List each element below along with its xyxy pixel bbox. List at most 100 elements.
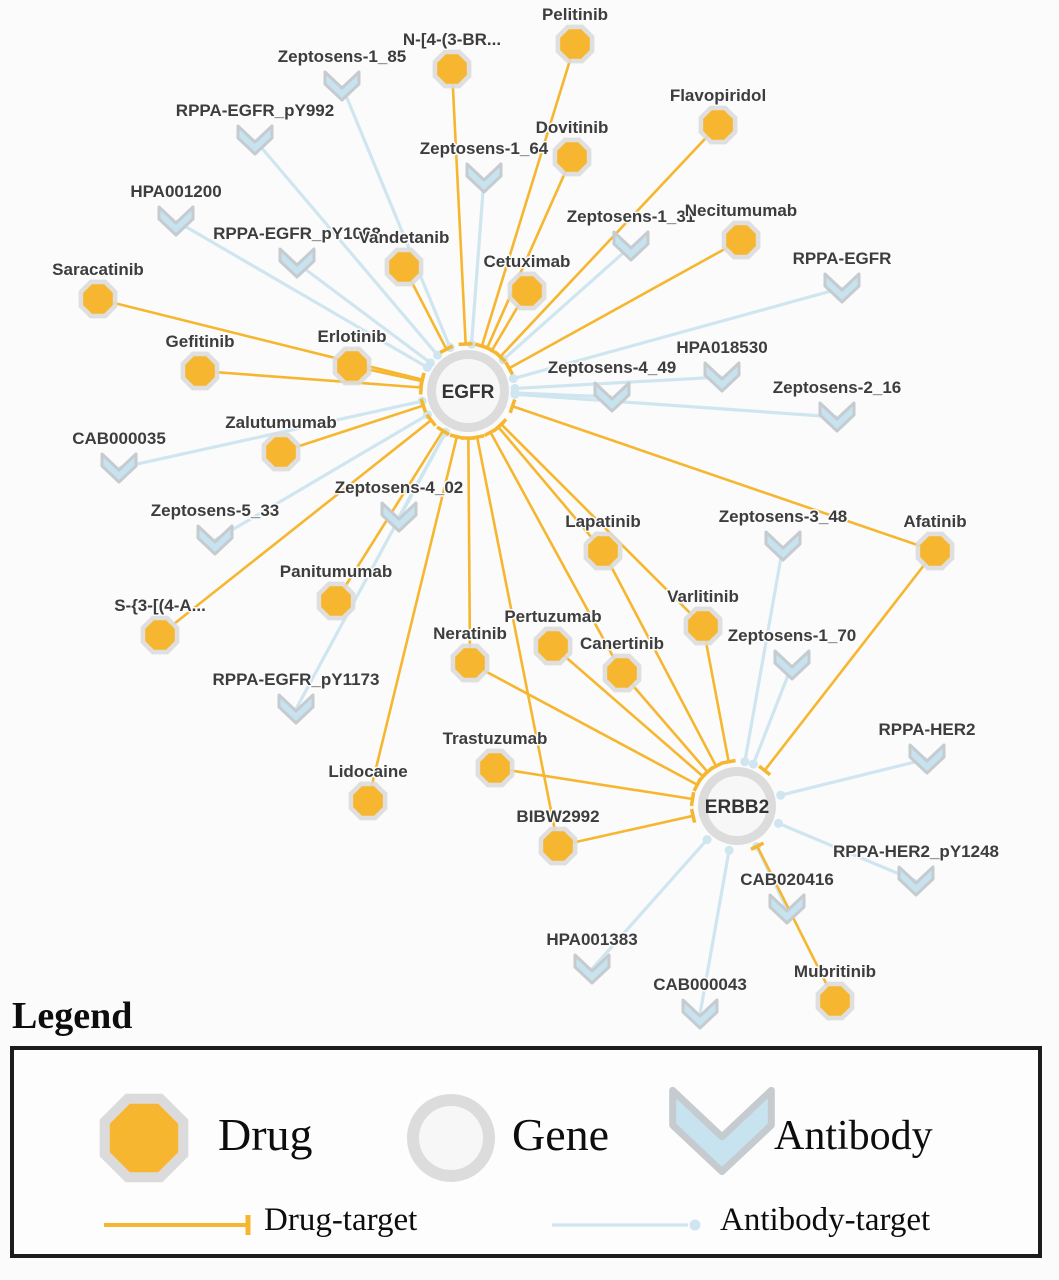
antibody-target-edge (777, 821, 917, 883)
antibody-node-zeptosens-1-70[interactable] (773, 649, 811, 681)
drug-node-necitumumab[interactable] (721, 220, 761, 260)
node-label: Trastuzumab (443, 729, 548, 748)
antibody-chevron-icon (157, 205, 195, 237)
drug-octagon-icon (726, 225, 756, 255)
antibody-node-cab000043[interactable] (681, 998, 719, 1030)
drug-node-lidocaine[interactable] (348, 781, 388, 821)
drug-octagon-icon (480, 753, 510, 783)
antibody-node-zeptosens-4-02[interactable] (380, 501, 418, 533)
drug-target-legend-line (104, 1215, 251, 1235)
gene-legend-label: Gene (512, 1109, 610, 1160)
drug-octagon-icon (588, 536, 618, 566)
gene-node-egfr[interactable]: EGFR (427, 350, 509, 432)
antibody-target-legend-label: Antibody-target (720, 1202, 931, 1238)
antibody-node-rppa-egfr-py992[interactable] (236, 124, 274, 156)
drug-target-legend-label: Drug-target (264, 1202, 418, 1238)
antibody-node-zeptosens-1-64[interactable] (465, 162, 503, 194)
antibody-chevron-icon (897, 865, 935, 897)
node-label: Lidocaine (328, 762, 407, 781)
drug-node-neratinib[interactable] (450, 643, 490, 683)
antibody-target-edge (214, 413, 429, 542)
drug-target-edge (557, 814, 694, 848)
antibody-node-hpa001383[interactable] (573, 953, 611, 985)
edge-tee-cap (419, 398, 428, 413)
antibody-node-rppa-egfr[interactable] (823, 272, 861, 304)
antibody-chevron-icon (764, 530, 802, 562)
node-label: Erlotinib (318, 327, 387, 346)
drug-node-cetuximab[interactable] (507, 271, 547, 311)
antibody-chevron-icon (823, 272, 861, 304)
drug-node-flavopiridol[interactable] (698, 105, 738, 145)
drug-node-vandetanib[interactable] (384, 247, 424, 287)
drug-node-afatinib[interactable] (915, 531, 955, 571)
gene-node-erbb2[interactable]: ERBB2 (698, 767, 776, 845)
edge-tee-cap (750, 841, 765, 851)
antibody-target-edge (118, 399, 423, 470)
node-label: Panitumumab (280, 562, 392, 581)
drug-target-edge (763, 550, 937, 772)
antibody-node-rppa-egfr-py1173[interactable] (277, 693, 315, 725)
antibody-target-edge (514, 392, 838, 419)
antibody-node-hpa018530[interactable] (703, 361, 741, 393)
drug-node-s-3-4-a[interactable] (140, 615, 180, 655)
antibody-node-zeptosens-4-49[interactable] (593, 381, 631, 413)
antibody-node-cab000035[interactable] (100, 452, 138, 484)
drug-octagon-icon (455, 648, 485, 678)
antibody-legend-icon (669, 1086, 775, 1176)
node-label: Zeptosens-3_48 (719, 507, 848, 526)
edge-tee-cap (504, 361, 515, 376)
drug-target-edge (450, 68, 467, 345)
edge-dot-cap (508, 374, 518, 384)
drug-node-pertuzumab[interactable] (533, 626, 573, 666)
drug-node-bibw2992[interactable] (538, 826, 578, 866)
antibody-chevron-icon (703, 361, 741, 393)
drug-node-mubritinib[interactable] (815, 981, 855, 1021)
node-label: CAB020416 (740, 870, 834, 889)
antibody-node-hpa001200[interactable] (157, 205, 195, 237)
drug-node-erlotinib[interactable] (332, 346, 372, 386)
drug-target-edge (500, 423, 704, 627)
edge-dot-cap (748, 759, 758, 769)
node-label: RPPA-EGFR_pY1173 (213, 670, 380, 689)
gene-label: ERBB2 (705, 797, 769, 818)
drug-node-pelitinib[interactable] (555, 24, 595, 64)
drug-node-dovitinib[interactable] (552, 137, 592, 177)
antibody-node-zeptosens-2-16[interactable] (818, 401, 856, 433)
drug-target-edge (475, 436, 560, 847)
edge-tee-cap (469, 434, 485, 441)
node-label: Zeptosens-1_31 (567, 207, 696, 226)
drug-node-lapatinib[interactable] (583, 531, 623, 571)
drug-node-trastuzumab[interactable] (475, 748, 515, 788)
edge-dot-cap (510, 389, 520, 399)
drug-node-panitumumab[interactable] (316, 581, 356, 621)
node-label: Zeptosens-5_33 (151, 501, 280, 520)
drug-target-edge (280, 404, 424, 454)
node-label: Pelitinib (542, 5, 608, 24)
node-label: Flavopiridol (670, 86, 766, 105)
drug-node-canertinib[interactable] (602, 653, 642, 693)
drug-target-edge (199, 369, 422, 389)
drug-node-n-4-3-br[interactable] (432, 49, 472, 89)
antibody-node-zeptosens-1-31[interactable] (612, 230, 650, 262)
antibody-node-zeptosens-1-85[interactable] (323, 70, 361, 102)
antibody-legend-chevron (669, 1086, 775, 1176)
gene-label: EGFR (442, 382, 495, 403)
antibody-node-rppa-her2[interactable] (908, 743, 946, 775)
node-label: N-[4-(3-BR... (403, 30, 501, 49)
antibody-node-rppa-her2-py1248[interactable] (897, 865, 935, 897)
antibody-node-zeptosens-3-48[interactable] (764, 530, 802, 562)
antibody-target-edge (512, 286, 843, 381)
drug-octagon-icon (321, 586, 351, 616)
node-label: Saracatinib (52, 260, 144, 279)
drug-node-gefitinib[interactable] (180, 351, 220, 391)
antibody-chevron-icon (818, 401, 856, 433)
antibody-node-rppa-egfr-py1068[interactable] (278, 247, 316, 279)
drug-node-zalutumumab[interactable] (261, 432, 301, 472)
antibody-node-zeptosens-5-33[interactable] (196, 524, 234, 556)
drug-node-varlitinib[interactable] (683, 606, 723, 646)
antibody-node-cab020416[interactable] (768, 893, 806, 925)
drug-legend-label: Drug (218, 1109, 313, 1160)
edge-tee-cap (701, 766, 715, 778)
drug-node-saracatinib[interactable] (78, 279, 118, 319)
node-label: Afatinib (903, 512, 966, 531)
